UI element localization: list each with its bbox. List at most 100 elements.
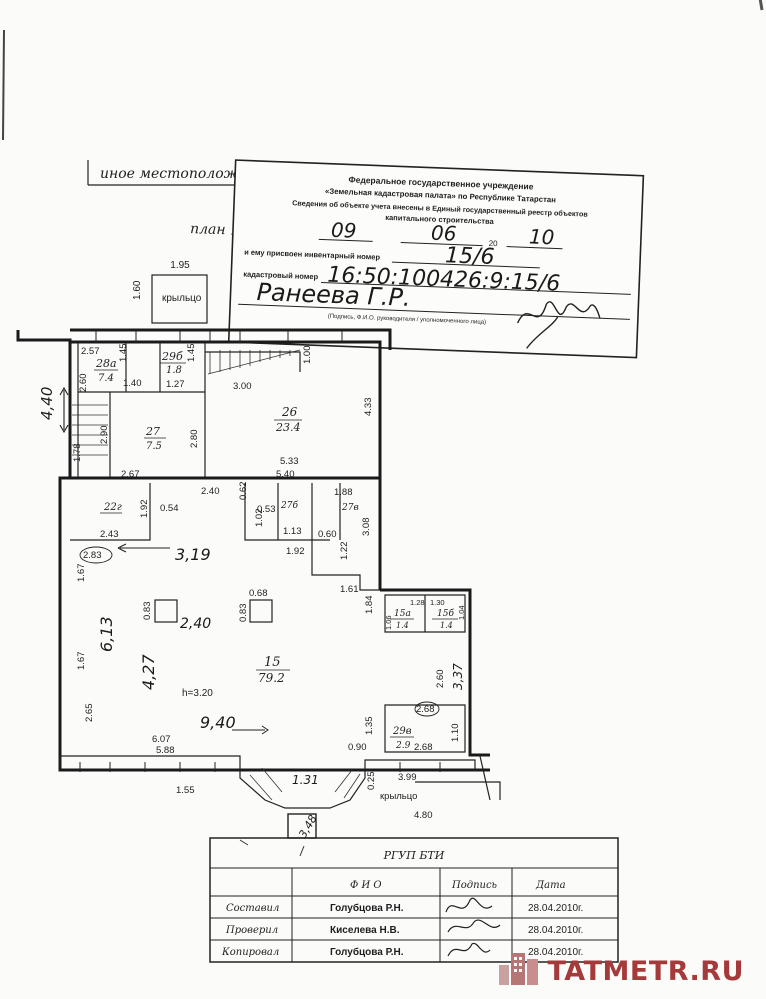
svg-text:7.4: 7.4: [98, 373, 114, 384]
dim: 2.43: [100, 529, 119, 540]
dim: 1.92: [286, 546, 305, 557]
room-15: 15 79.2: [256, 655, 290, 685]
room-28a: 28a 7.4: [94, 357, 118, 384]
dim: 0.53: [257, 504, 276, 515]
svg-text:27б: 27б: [280, 500, 298, 511]
stamp-day: 09: [331, 218, 357, 243]
svg-text:28.04.2010г.: 28.04.2010г.: [528, 925, 583, 936]
dim: 1.35: [364, 717, 375, 736]
dim: 1.27: [166, 379, 185, 390]
stamp-inventory-value: 15/6: [445, 243, 495, 270]
porch-top: крыльцо 1.60 1.95: [132, 260, 208, 324]
svg-text:15а: 15а: [394, 609, 411, 619]
room-22g: 22г: [100, 502, 122, 514]
svg-text:Голубцова Р.Н.: Голубцова Р.Н.: [330, 946, 404, 958]
room-15b: 15б 1.4: [432, 608, 458, 630]
porch-top-width: 1.95: [170, 260, 190, 271]
svg-text:79.2: 79.2: [258, 671, 285, 685]
table-header-name: Ф И О: [350, 880, 382, 891]
porch-bottom-label: крыльцо: [380, 791, 417, 802]
porch-top-height: 1.60: [132, 280, 143, 300]
svg-text:23.4: 23.4: [275, 421, 301, 434]
table-header-date: Дата: [535, 880, 566, 891]
dim: 2.60: [78, 374, 89, 393]
svg-text:2,40: 2,40: [180, 616, 211, 632]
dim: 5.88: [156, 745, 175, 756]
stamp-year-prefix: 20: [489, 239, 499, 248]
dim: 1.04: [457, 605, 466, 620]
dim: 0.90: [348, 742, 367, 753]
svg-text:2.9: 2.9: [395, 741, 411, 751]
dim: 1.92: [139, 500, 150, 519]
column: [249, 599, 273, 623]
svg-text:1.4: 1.4: [440, 621, 453, 630]
registration-stamp: Федеральное государственное учреждение «…: [227, 159, 645, 359]
dim: 2.60: [435, 670, 446, 689]
svg-text:22г: 22г: [103, 502, 122, 513]
svg-text:Голубцова Р.Н.: Голубцова Р.Н.: [330, 902, 404, 914]
dim: 0.60: [318, 529, 337, 540]
dim: 4.80: [414, 810, 433, 821]
dim: 1.13: [283, 526, 302, 537]
room-27b: 27б: [280, 500, 298, 511]
svg-text:26: 26: [281, 405, 298, 419]
table-row: Составил Голубцова Р.Н. 28.04.2010г.: [226, 902, 583, 914]
svg-text:29б: 29б: [161, 350, 183, 363]
dim: 2.68: [416, 704, 435, 715]
dim: 1.00: [302, 346, 313, 365]
dim: 0.68: [249, 588, 268, 599]
dim: 3.99: [398, 772, 417, 783]
dim: 1.61: [340, 584, 359, 595]
dim: 1.06: [384, 615, 393, 630]
ceiling-height: h=3.20: [182, 688, 213, 699]
svg-text:27в: 27в: [341, 503, 359, 513]
room-27v: 27в: [341, 503, 359, 513]
room-29v: 29в 2.9: [390, 726, 414, 751]
dim: 1.67: [76, 564, 87, 583]
dim: 5.40: [276, 469, 295, 480]
dim: 1.84: [364, 596, 375, 615]
dim: 2.68: [414, 742, 433, 753]
dim: 1.30: [430, 598, 445, 607]
dim: 0.83: [238, 604, 249, 623]
dim: 2.57: [81, 346, 100, 357]
dim: 2.65: [84, 704, 95, 723]
dim: 1.88: [334, 487, 353, 498]
stamp-signer-name: Ранеева Г.Р.: [256, 278, 411, 312]
scan-edge-mark: [758, 0, 764, 11]
svg-text:1.4: 1.4: [396, 621, 409, 630]
dim: 3.08: [361, 518, 372, 537]
svg-text:6,13: 6,13: [97, 616, 116, 652]
dim: 2.80: [189, 430, 200, 449]
building-logo-icon: [499, 953, 539, 985]
location-note: иное местоположение: [100, 166, 274, 182]
room-27: 27 7.5: [144, 425, 166, 452]
svg-text:28.04.2010г.: 28.04.2010г.: [528, 947, 583, 958]
building-walls: [16, 328, 501, 809]
dim: 1.45: [118, 344, 129, 363]
dim: 3.00: [233, 381, 252, 392]
dim: 2.40: [201, 486, 220, 497]
svg-text:9,40: 9,40: [200, 713, 236, 732]
svg-text:15: 15: [264, 655, 281, 670]
room-29b: 29б 1.8: [160, 350, 186, 376]
stamp-signature-drawing: [516, 301, 601, 349]
dim: 0.62: [238, 482, 249, 501]
stamp-year-suffix: 10: [529, 224, 555, 249]
dimension-labels: 2.57 1.45 1.45 1.00 1.40 1.27 3.00 2.60 …: [72, 344, 466, 822]
svg-text:Составил: Составил: [226, 903, 279, 914]
svg-text:28.04.2010г.: 28.04.2010г.: [528, 903, 583, 914]
table-title: РГУП БТИ: [383, 849, 445, 862]
svg-text:1.8: 1.8: [166, 365, 182, 376]
dim: 1.28: [410, 598, 425, 607]
dim: 1.67: [76, 652, 87, 671]
table-row: Копировал Голубцова Р.Н. 28.04.2010г.: [221, 946, 583, 958]
scan-edge-mark: [2, 29, 5, 141]
dim: 0.54: [160, 503, 179, 514]
svg-text:3,37: 3,37: [451, 663, 465, 690]
dim: 2.67: [121, 469, 140, 480]
svg-text:4,27: 4,27: [139, 654, 158, 690]
dim: 1.02: [254, 509, 265, 528]
dim: 1.55: [176, 785, 195, 796]
